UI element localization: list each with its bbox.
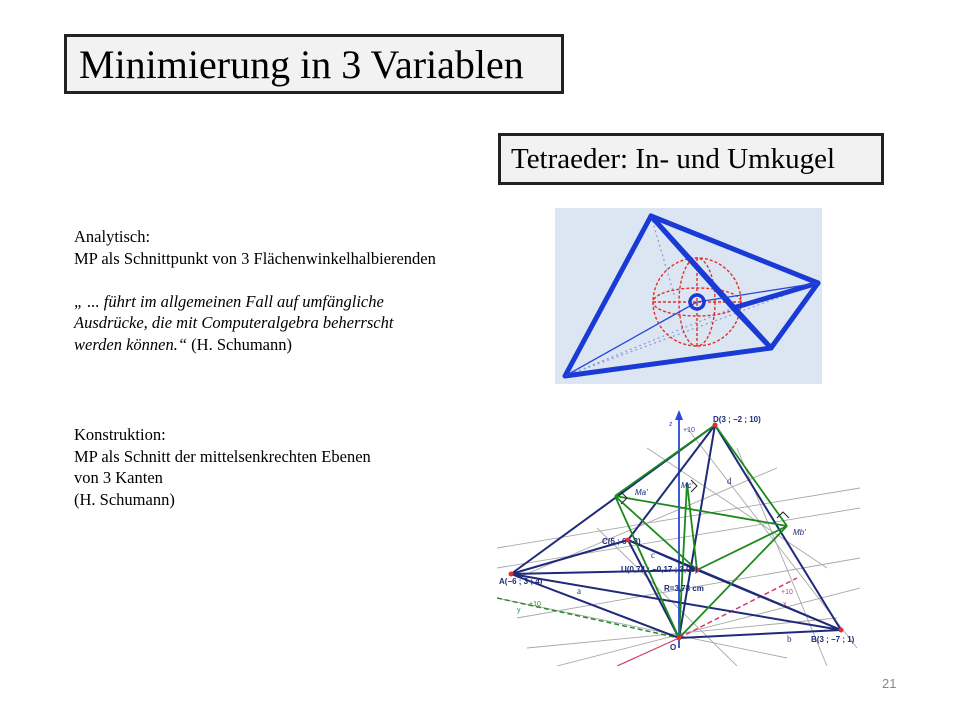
label-C: C(5 ; 6 ; 3) bbox=[602, 537, 641, 546]
label-a: a bbox=[577, 586, 581, 596]
analytic-heading: Analytisch: bbox=[74, 227, 151, 246]
analytic-section: Analytisch: MP als Schnittpunkt von 3 Fl… bbox=[74, 226, 436, 355]
label-Mc: Mc' bbox=[681, 481, 694, 490]
page-number: 21 bbox=[882, 676, 897, 691]
tetrahedron-sphere-figure bbox=[555, 208, 822, 384]
slide-subtitle: Tetraeder: In- und Umkugel bbox=[511, 142, 836, 175]
label-z: z bbox=[669, 421, 673, 428]
quote-author: (H. Schumann) bbox=[187, 334, 292, 354]
label-b: b bbox=[787, 634, 792, 644]
construction-section: Konstruktion: MP als Schnitt der mittels… bbox=[74, 424, 371, 510]
label-c: c bbox=[651, 550, 655, 560]
slide-title-box: Minimierung in 3 Variablen bbox=[64, 34, 564, 94]
construction-diagram: D(3 ; −2 ; 10) C(5 ; 6 ; 3) A(−6 ; 3 ; 4… bbox=[497, 408, 860, 666]
label-x10: +10 bbox=[781, 589, 793, 596]
label-U: U(0,74 ; −0,17 ; 3,09) bbox=[621, 565, 698, 574]
quote-line-3-text: werden können.“ bbox=[74, 334, 188, 354]
quote-line-3: werden können.“ (H. Schumann) bbox=[74, 334, 436, 356]
quote-line-2: Ausdrücke, die mit Computeralgebra beher… bbox=[74, 313, 394, 332]
label-D: D(3 ; −2 ; 10) bbox=[713, 415, 761, 424]
label-d: d bbox=[727, 476, 732, 486]
slide-title: Minimierung in 3 Variablen bbox=[79, 41, 524, 87]
spacer bbox=[74, 269, 436, 291]
label-O: O bbox=[670, 643, 676, 652]
label-z10: +10 bbox=[683, 427, 695, 434]
construction-line-1: MP als Schnitt der mittelsenkrechten Ebe… bbox=[74, 446, 371, 466]
slide-subtitle-box: Tetraeder: In- und Umkugel bbox=[498, 133, 884, 185]
label-y10: +10 bbox=[529, 601, 541, 608]
construction-line-3: (H. Schumann) bbox=[74, 489, 175, 509]
label-Ma: Ma' bbox=[635, 488, 648, 497]
label-B: B(3 ; −7 ; 1) bbox=[811, 635, 855, 644]
label-y: y bbox=[517, 607, 521, 614]
label-Mb: Mb' bbox=[793, 528, 806, 537]
label-R: R=3,78 cm bbox=[664, 584, 704, 593]
quote-line-1: „ ... führt im allgemeinen Fall auf umfä… bbox=[74, 291, 384, 311]
label-x: x bbox=[783, 601, 787, 608]
analytic-line: MP als Schnittpunkt von 3 Flächenwinkelh… bbox=[74, 248, 436, 268]
construction-line-2: von 3 Kanten bbox=[74, 468, 163, 487]
construction-heading: Konstruktion: bbox=[74, 425, 166, 444]
label-A: A(−6 ; 3 ; 4) bbox=[499, 577, 543, 586]
